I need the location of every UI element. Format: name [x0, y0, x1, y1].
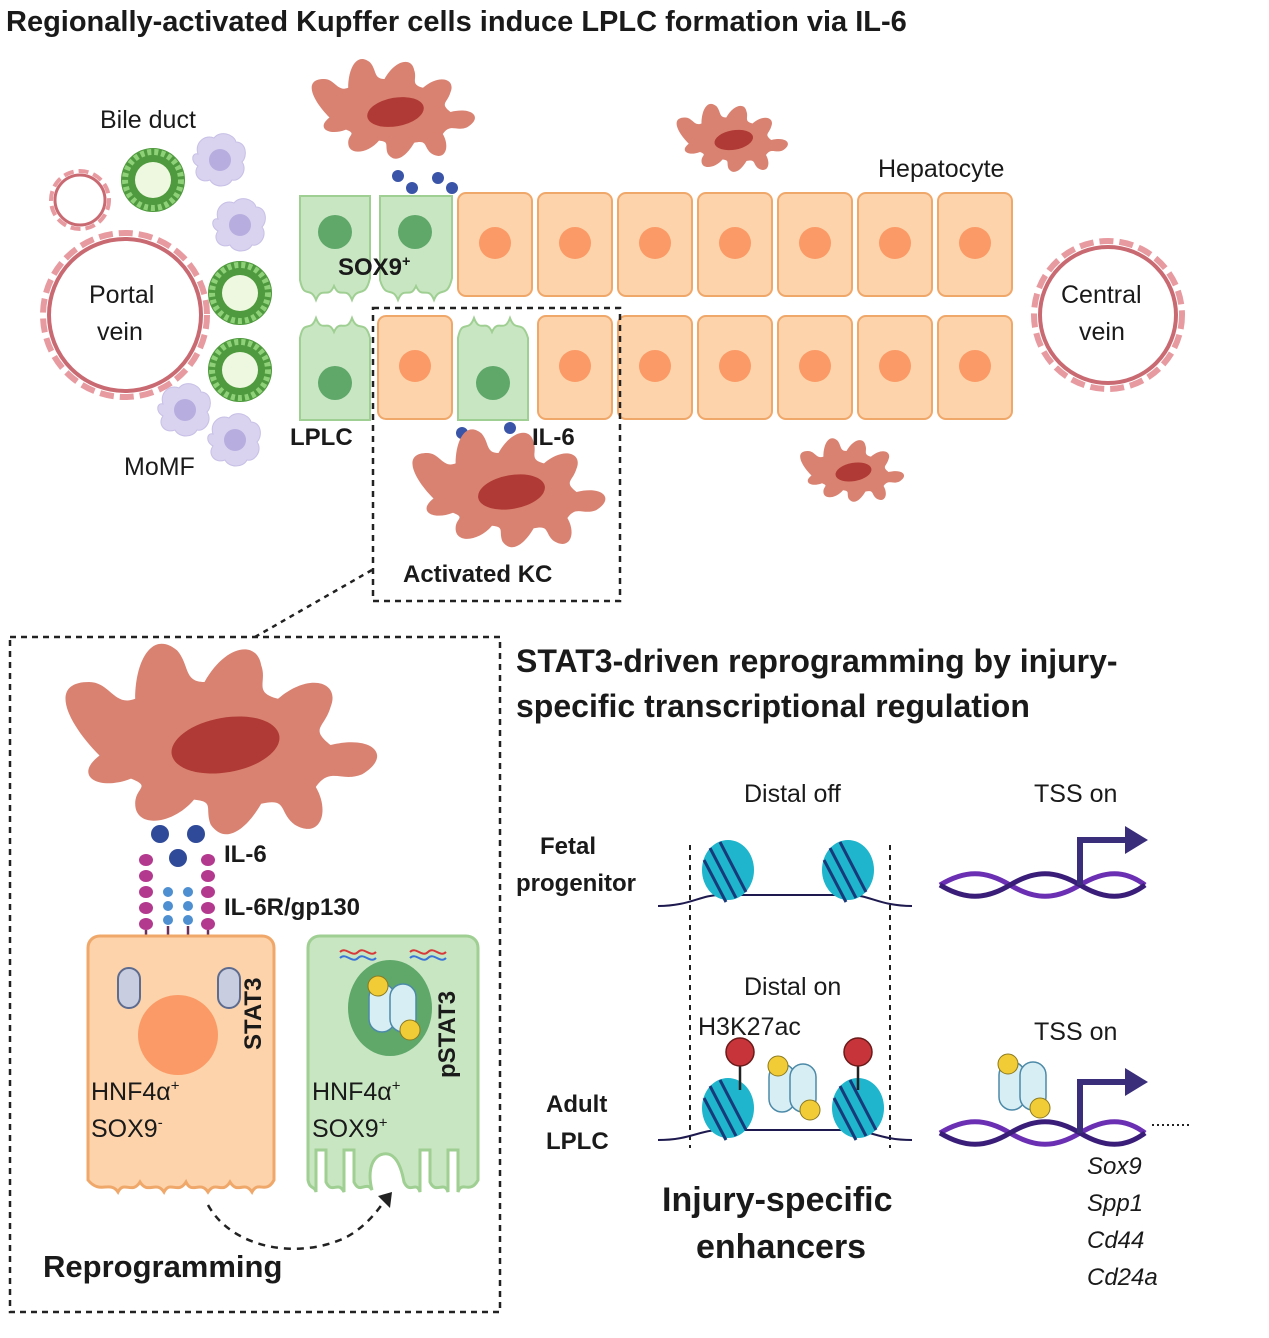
stat3-label: STAT3	[240, 977, 267, 1050]
kupffer-cell-small-top	[676, 103, 788, 172]
momf-label: MoMF	[124, 453, 195, 481]
inset-il6-label: IL-6	[224, 841, 267, 868]
pstat3-label: pSTAT3	[434, 990, 461, 1078]
adult-label-2: LPLC	[546, 1128, 609, 1155]
h3k27ac-label: H3K27ac	[698, 1013, 801, 1041]
receptor-label: IL-6R/gp130	[224, 894, 361, 921]
inset-lplc	[306, 934, 480, 1193]
portal-label-2: vein	[97, 318, 143, 346]
figure-title: Regionally-activated Kupffer cells induc…	[6, 6, 907, 38]
enhancers-label-1: Injury-specific	[662, 1181, 893, 1219]
central-vein	[1031, 238, 1185, 392]
tss-on-bottom-label: TSS on	[1034, 1018, 1118, 1046]
kupffer-cell-top	[311, 58, 475, 159]
left-cell-sox9: SOX9-	[91, 1114, 163, 1143]
small-vessel	[49, 169, 111, 231]
lplc-cells-top	[299, 195, 453, 303]
adult-label-1: Adult	[546, 1091, 608, 1118]
central-label-1: Central	[1061, 281, 1142, 309]
activated-kc-box	[371, 306, 622, 603]
bile-duct-label: Bile duct	[100, 106, 196, 134]
right-cell-hnf4a: HNF4α+	[312, 1077, 401, 1106]
inset-box	[8, 635, 502, 1314]
fetal-label-2: progenitor	[516, 870, 636, 897]
activated-kc-label: Activated KC	[403, 561, 553, 588]
portal-vein	[40, 230, 210, 400]
regulation-heading-2: specific transcriptional regulation	[516, 688, 1030, 724]
reprogramming-arrow	[206, 1192, 392, 1251]
kupffer-cell-small-bottom	[800, 438, 905, 502]
distal-on-label: Distal on	[744, 973, 842, 1001]
lplc-cells-bottom	[299, 315, 529, 421]
enhancers-label-2: enhancers	[696, 1228, 867, 1266]
gene-cd24a: Cd24a	[1087, 1264, 1158, 1291]
fetal-tss-dna	[938, 826, 1148, 899]
gene-spp1: Spp1	[1087, 1190, 1144, 1217]
inset-kupffer-cell	[65, 643, 378, 835]
right-cell-sox9: SOX9+	[312, 1114, 388, 1143]
hepatocyte-label: Hepatocyte	[878, 155, 1005, 183]
portal-label-1: Portal	[89, 281, 155, 309]
inset-il6-dots	[151, 825, 205, 867]
il6-dots-top	[392, 170, 458, 194]
zoom-connector	[254, 568, 373, 639]
inset-hepatocyte	[86, 934, 276, 1195]
lplc-label: LPLC	[290, 424, 353, 451]
sox9-plus-label: SOX9+	[338, 254, 411, 281]
activated-kupffer-cell	[412, 429, 606, 548]
reprogramming-label: Reprogramming	[43, 1249, 283, 1284]
tss-on-top-label: TSS on	[1034, 780, 1118, 808]
il6-receptors	[139, 854, 215, 970]
fetal-label-1: Fetal	[540, 833, 597, 860]
il6-label: IL-6	[532, 424, 575, 451]
central-label-2: vein	[1079, 318, 1125, 346]
distal-off-label: Distal off	[744, 780, 841, 808]
adult-distal-track	[657, 1037, 913, 1142]
fetal-distal-track	[657, 838, 913, 907]
gene-sox9: Sox9	[1087, 1153, 1142, 1180]
adult-tss-dna	[938, 1053, 1192, 1147]
gene-cd44: Cd44	[1087, 1227, 1145, 1254]
hepatocytes-top	[457, 192, 1013, 297]
regulation-heading-1: STAT3-driven reprogramming by injury-	[516, 643, 1118, 679]
left-cell-hnf4a: HNF4α+	[91, 1077, 180, 1106]
